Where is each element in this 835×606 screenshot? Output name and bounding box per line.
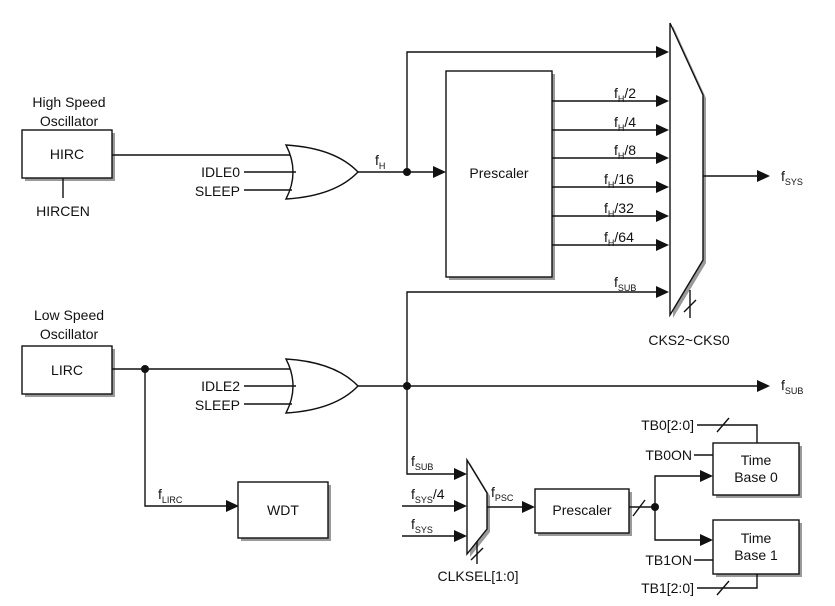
- fh64-label: fH/64: [604, 229, 634, 248]
- flirc-wire: [144, 369, 226, 507]
- tb1-select-label: TB1[2:0]: [641, 580, 694, 596]
- hirc-block: [21, 129, 113, 179]
- clksel-label: CLKSEL[1:0]: [438, 568, 519, 584]
- low-speed-oscillator-label-line1: Low Speed: [34, 307, 104, 323]
- fsys-psc-label: fSYS: [411, 516, 433, 535]
- timebase1-block: [712, 519, 800, 575]
- high-speed-oscillator-label-line2: Oscillator: [40, 113, 99, 129]
- tb1-select-wire: [697, 574, 758, 589]
- tb0-bus-slash: [716, 417, 730, 433]
- lirc-label: LIRC: [51, 362, 83, 378]
- timebase1-label-line2: Base 1: [734, 547, 778, 563]
- idle0-label: IDLE0: [201, 164, 240, 180]
- tb0-input-arrow: [700, 470, 713, 482]
- tb1-bus-slash: [716, 580, 730, 596]
- fsub-to-mux-arrow: [656, 286, 669, 298]
- flirc-arrow: [226, 500, 239, 512]
- tb1on-label: TB1ON: [645, 552, 692, 568]
- flirc-label: fLIRC: [158, 486, 183, 505]
- lirc-block: [21, 345, 113, 395]
- fsub-output-arrow: [757, 380, 770, 392]
- timebase1-label-line1: Time: [741, 530, 772, 546]
- fh-label: fH: [375, 152, 385, 171]
- wdt-label: WDT: [267, 502, 299, 518]
- hircen-label: HIRCEN: [36, 203, 90, 219]
- tb0-select-wire: [697, 424, 758, 443]
- prescaler-psc-block: [534, 488, 630, 534]
- clksel-mux: [466, 457, 488, 556]
- tb0on-label: TB0ON: [645, 447, 692, 463]
- system-clock-mux: [669, 22, 704, 318]
- fh-direct-arrow: [656, 46, 669, 58]
- fsub-output-label: fSUB: [781, 377, 803, 396]
- psc-bus-slash: [632, 499, 646, 517]
- fpsc-arrow: [522, 501, 535, 513]
- fsys4-arrow: [454, 500, 467, 512]
- timebase0-label-line1: Time: [741, 452, 772, 468]
- low-speed-oscillator-label-line2: Oscillator: [40, 326, 99, 342]
- or-gate-high: [284, 144, 359, 200]
- fh32-label: fH/32: [604, 200, 634, 219]
- prescaler-main-label: Prescaler: [469, 165, 528, 181]
- cks-bus-slash: [683, 299, 697, 313]
- sleep-label-low: SLEEP: [195, 397, 240, 413]
- fsys-output-label: fSYS: [781, 168, 803, 187]
- prescaler-output-lines: [552, 95, 669, 251]
- fsys-psc-arrow: [454, 530, 467, 542]
- fh8-label: fH/8: [614, 142, 636, 161]
- prescaler-psc-label: Prescaler: [552, 502, 611, 518]
- fsys4-label: fSYS/4: [411, 486, 445, 505]
- tb1-input-arrow: [700, 534, 713, 546]
- tb0-select-label: TB0[2:0]: [641, 417, 694, 433]
- fh-arrow: [433, 166, 446, 178]
- hirc-label: HIRC: [50, 146, 84, 162]
- or-gate-low: [284, 358, 359, 414]
- fpsc-label: fPSC: [491, 484, 514, 503]
- clksel-bus-slash: [470, 547, 484, 561]
- cks-label: CKS2~CKS0: [648, 332, 730, 348]
- fh-direct-wire: [406, 51, 656, 172]
- sleep-label-high: SLEEP: [195, 183, 240, 199]
- fsub-psc-label: fSUB: [411, 453, 433, 472]
- tb1-input-wire: [654, 507, 700, 541]
- fsys-output-arrow: [757, 170, 770, 182]
- high-speed-oscillator-label-line1: High Speed: [32, 94, 105, 110]
- wdt-block: [237, 481, 329, 539]
- fsub-to-clksel-arrow: [454, 468, 467, 480]
- idle2-label: IDLE2: [201, 378, 240, 394]
- fsub-mux-label: fSUB: [614, 274, 636, 293]
- timebase0-label-line2: Base 0: [734, 469, 778, 485]
- fsub-to-clksel-wire: [406, 386, 454, 475]
- fh2-label: fH/2: [614, 85, 636, 104]
- fh4-label: fH/4: [614, 114, 636, 133]
- timebase0-block: [712, 442, 800, 496]
- prescaler-main-block: [445, 70, 553, 278]
- tb0-input-wire: [654, 475, 700, 507]
- fh16-label: fH/16: [604, 171, 634, 190]
- fsub-to-mux-wire: [406, 291, 656, 386]
